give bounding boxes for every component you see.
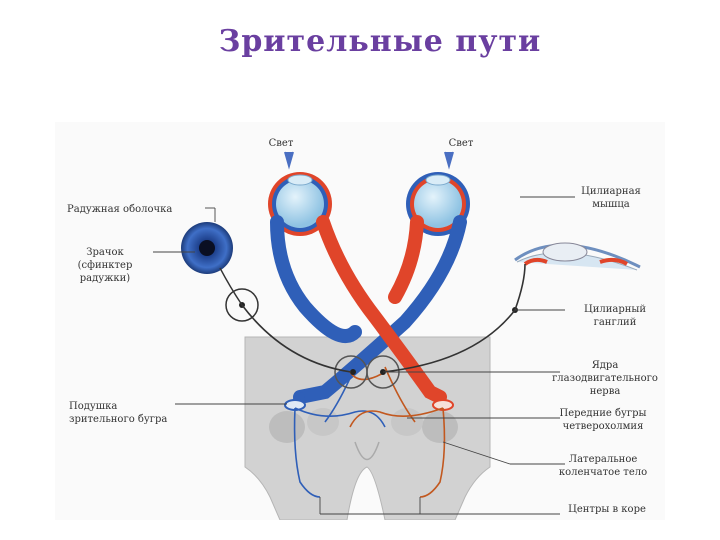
label-pupil-3: радужки)	[80, 273, 131, 284]
label-colliculi-1: Передние бугры	[559, 408, 646, 419]
label-pupil-2: (сфинктер	[78, 260, 133, 271]
label-ciliary-ganglion-1: Цилиарный	[584, 304, 646, 315]
label-pupil-1: Зрачок	[86, 247, 124, 258]
label-light-left: Свет	[269, 138, 294, 149]
visual-pathways-figure: Свет Свет Радужная оболочка Зрачок (сфин…	[55, 122, 665, 520]
visual-pathways-diagram: Свет Свет Радужная оболочка Зрачок (сфин…	[67, 138, 658, 520]
leader-lines	[153, 196, 575, 515]
fiber-ganglion-to-nucleus-left	[241, 304, 352, 373]
label-colliculi-2: четверохолмия	[563, 421, 644, 432]
slide-title: Зрительные пути	[218, 24, 542, 59]
label-pulvinar-1: Подушка	[69, 401, 117, 412]
ciliary-muscle-illustration	[514, 242, 641, 271]
left-eyeball	[268, 172, 332, 236]
fiber-nucleus-to-ganglion-right	[382, 263, 526, 373]
label-iris: Радужная оболочка	[67, 204, 172, 215]
light-arrow-left	[284, 151, 294, 170]
label-light-right: Свет	[449, 138, 474, 149]
label-ciliary-muscle-1: Цилиарная	[581, 186, 641, 197]
label-oculomotor-1: Ядра	[592, 360, 619, 371]
label-lgn-2: коленчатое тело	[559, 467, 647, 478]
light-arrow-right	[444, 151, 454, 170]
label-ciliary-ganglion-2: ганглий	[594, 317, 637, 328]
thin-fibers	[293, 366, 446, 498]
optic-pathways	[270, 215, 467, 411]
fiber-iris-to-ganglion	[219, 267, 243, 306]
label-cortex: Центры в коре	[568, 504, 646, 515]
iris-illustration	[181, 222, 233, 274]
label-ciliary-muscle-2: мышца	[592, 199, 629, 210]
oculomotor-nuclei	[334, 355, 400, 389]
label-pulvinar-2: зрительного бугра	[69, 414, 167, 425]
label-oculomotor-3: нерва	[590, 386, 621, 397]
label-oculomotor-2: глазодвигательного	[552, 373, 658, 384]
label-lgn-1: Латеральное	[569, 454, 638, 465]
